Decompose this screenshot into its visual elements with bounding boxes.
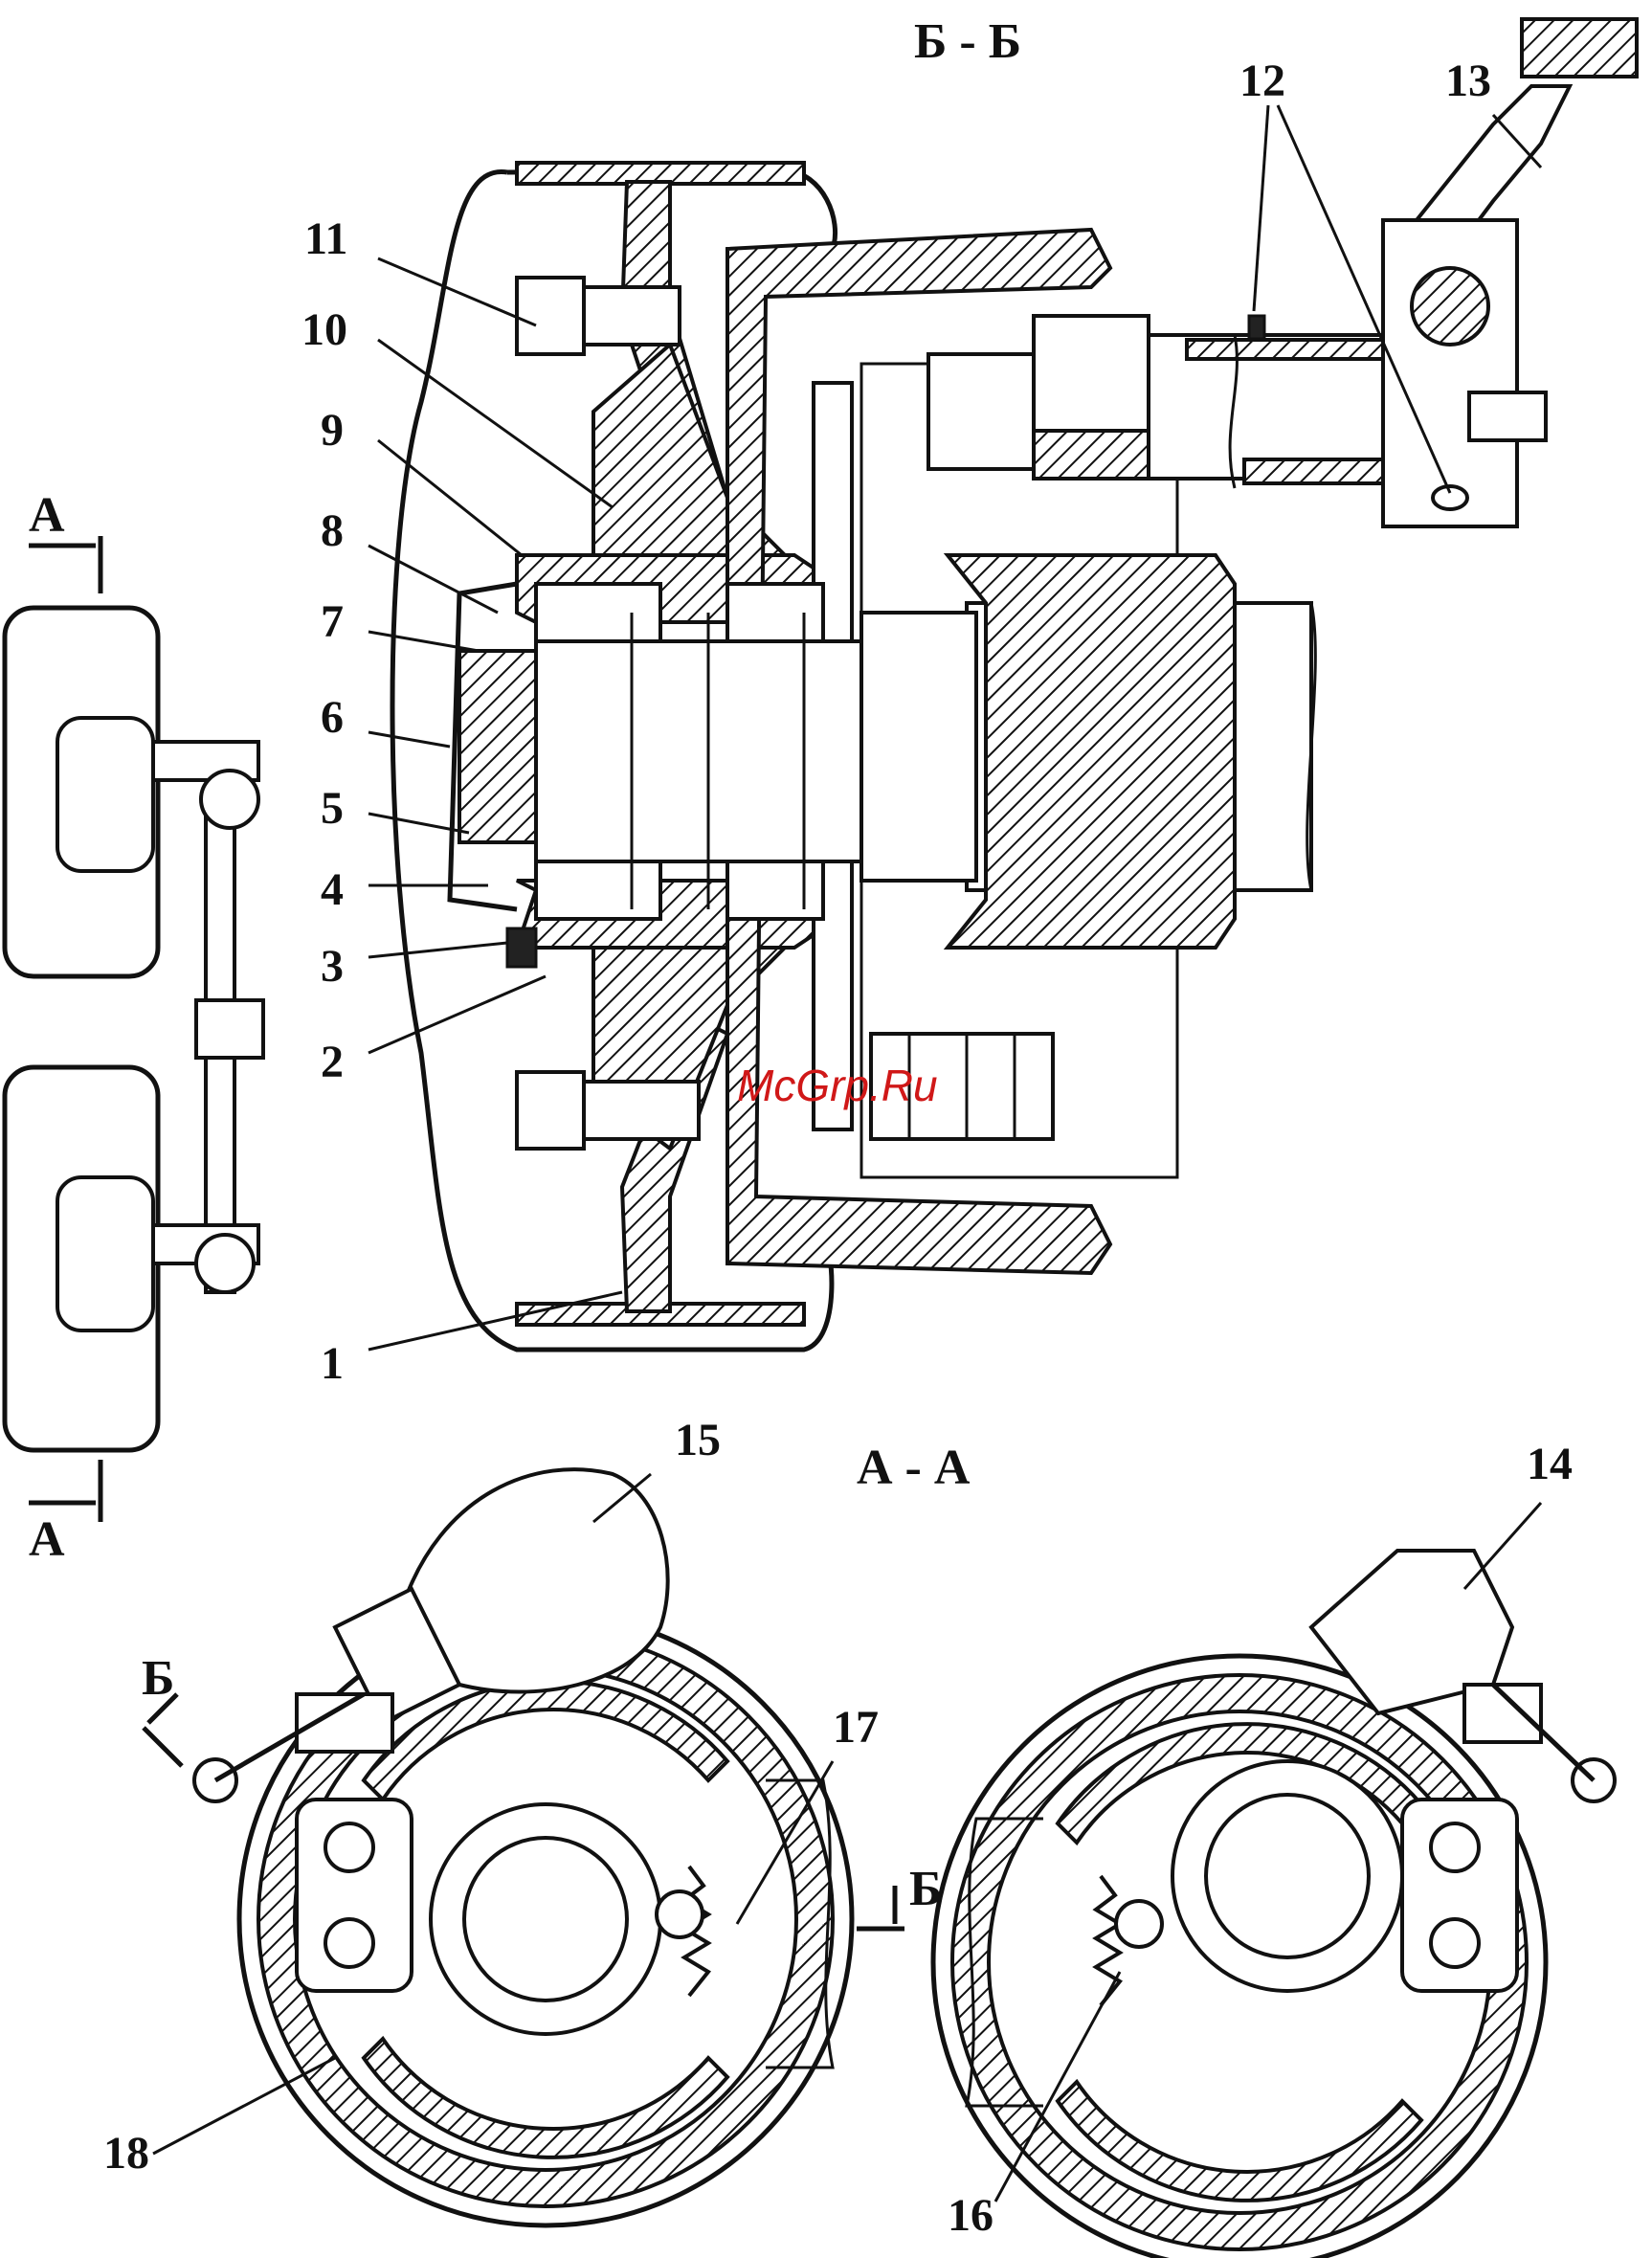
leader-11 [378,258,536,325]
hub-bolt [507,928,536,967]
slack-adjuster-pin [1522,19,1637,77]
leader-3 [368,943,507,957]
slack-upper-plan [201,771,258,828]
hub-lower-plan [57,1177,153,1330]
anchor-pin-lower-right [1431,1919,1479,1967]
axle-center-block [196,1000,263,1058]
section-label-b-right: Б [909,1862,942,1916]
slack-adjuster-worm [1412,268,1488,345]
hub-upper-plan [57,718,153,871]
leader-14 [1464,1503,1541,1589]
section-aa-left-brake [194,1469,852,2225]
callout-13: 13 [1445,56,1491,106]
anchor-pin-upper-left [325,1823,373,1871]
callout-12: 12 [1239,56,1285,106]
camshaft-housing [1034,316,1149,431]
leader-2 [368,976,546,1053]
camshaft-rod-lower [1244,459,1388,483]
spring-end-right [1116,1901,1162,1947]
hub-bore-right [1206,1795,1369,1957]
callout-8: 8 [321,505,344,556]
callout-9: 9 [321,405,344,456]
inner-bearing [727,584,823,641]
inner-bearing-lower [727,861,823,919]
callout-17: 17 [833,1702,879,1753]
callout-7: 7 [321,596,344,647]
anchor-pin-upper-right [1431,1823,1479,1871]
callout-3: 3 [321,941,344,992]
callout-1: 1 [321,1338,344,1389]
wheel-stud-lower [517,1072,699,1149]
leader-6 [368,732,450,747]
spindle-flange [948,555,1235,948]
watermark: McGrp.Ru [737,1061,938,1110]
section-line-b-left [144,1728,182,1766]
callout-10: 10 [301,304,347,355]
section-label-b-left: Б [142,1651,174,1706]
slack-lower-plan [196,1235,254,1292]
outer-bearing [536,584,660,641]
wheel-stud-upper [517,278,680,354]
outer-bearing-lower [536,861,660,919]
leader-7 [368,632,479,651]
leader-18 [153,2058,335,2154]
axle-plan-view [5,536,263,1522]
callout-2: 2 [321,1037,344,1087]
callout-14: 14 [1527,1439,1573,1489]
section-label-bb: Б - Б [914,14,1021,69]
brake-chamber-upper [928,354,1034,469]
slack-adjuster-arm [1417,86,1570,220]
callout-16: 16 [948,2190,993,2241]
section-aa-right-brake [933,1551,1615,2258]
leader-8 [368,546,498,613]
slack-adjuster-clevis [1469,392,1546,440]
section-label-a-upper: А [29,488,65,543]
hub-shaft [536,641,861,861]
callout-5: 5 [321,783,344,834]
callout-15: 15 [675,1415,721,1465]
callout-18: 18 [103,2128,149,2179]
callout-6: 6 [321,692,344,743]
spindle-journal [861,613,976,881]
grease-nipple-12 [1249,316,1264,339]
section-label-aa: А - А [857,1441,971,1495]
anchor-pin-lower-left [325,1919,373,1967]
camshaft-rod-upper [1187,340,1388,359]
section-label-a-lower: А [29,1512,65,1567]
callout-11: 11 [304,213,347,264]
hub-bore-left [464,1838,627,2001]
spring-end-left [657,1891,703,1937]
callout-4: 4 [321,864,344,915]
section-bb-view [392,19,1637,1350]
leader-12a [1254,105,1268,311]
hub-nut [459,651,536,842]
